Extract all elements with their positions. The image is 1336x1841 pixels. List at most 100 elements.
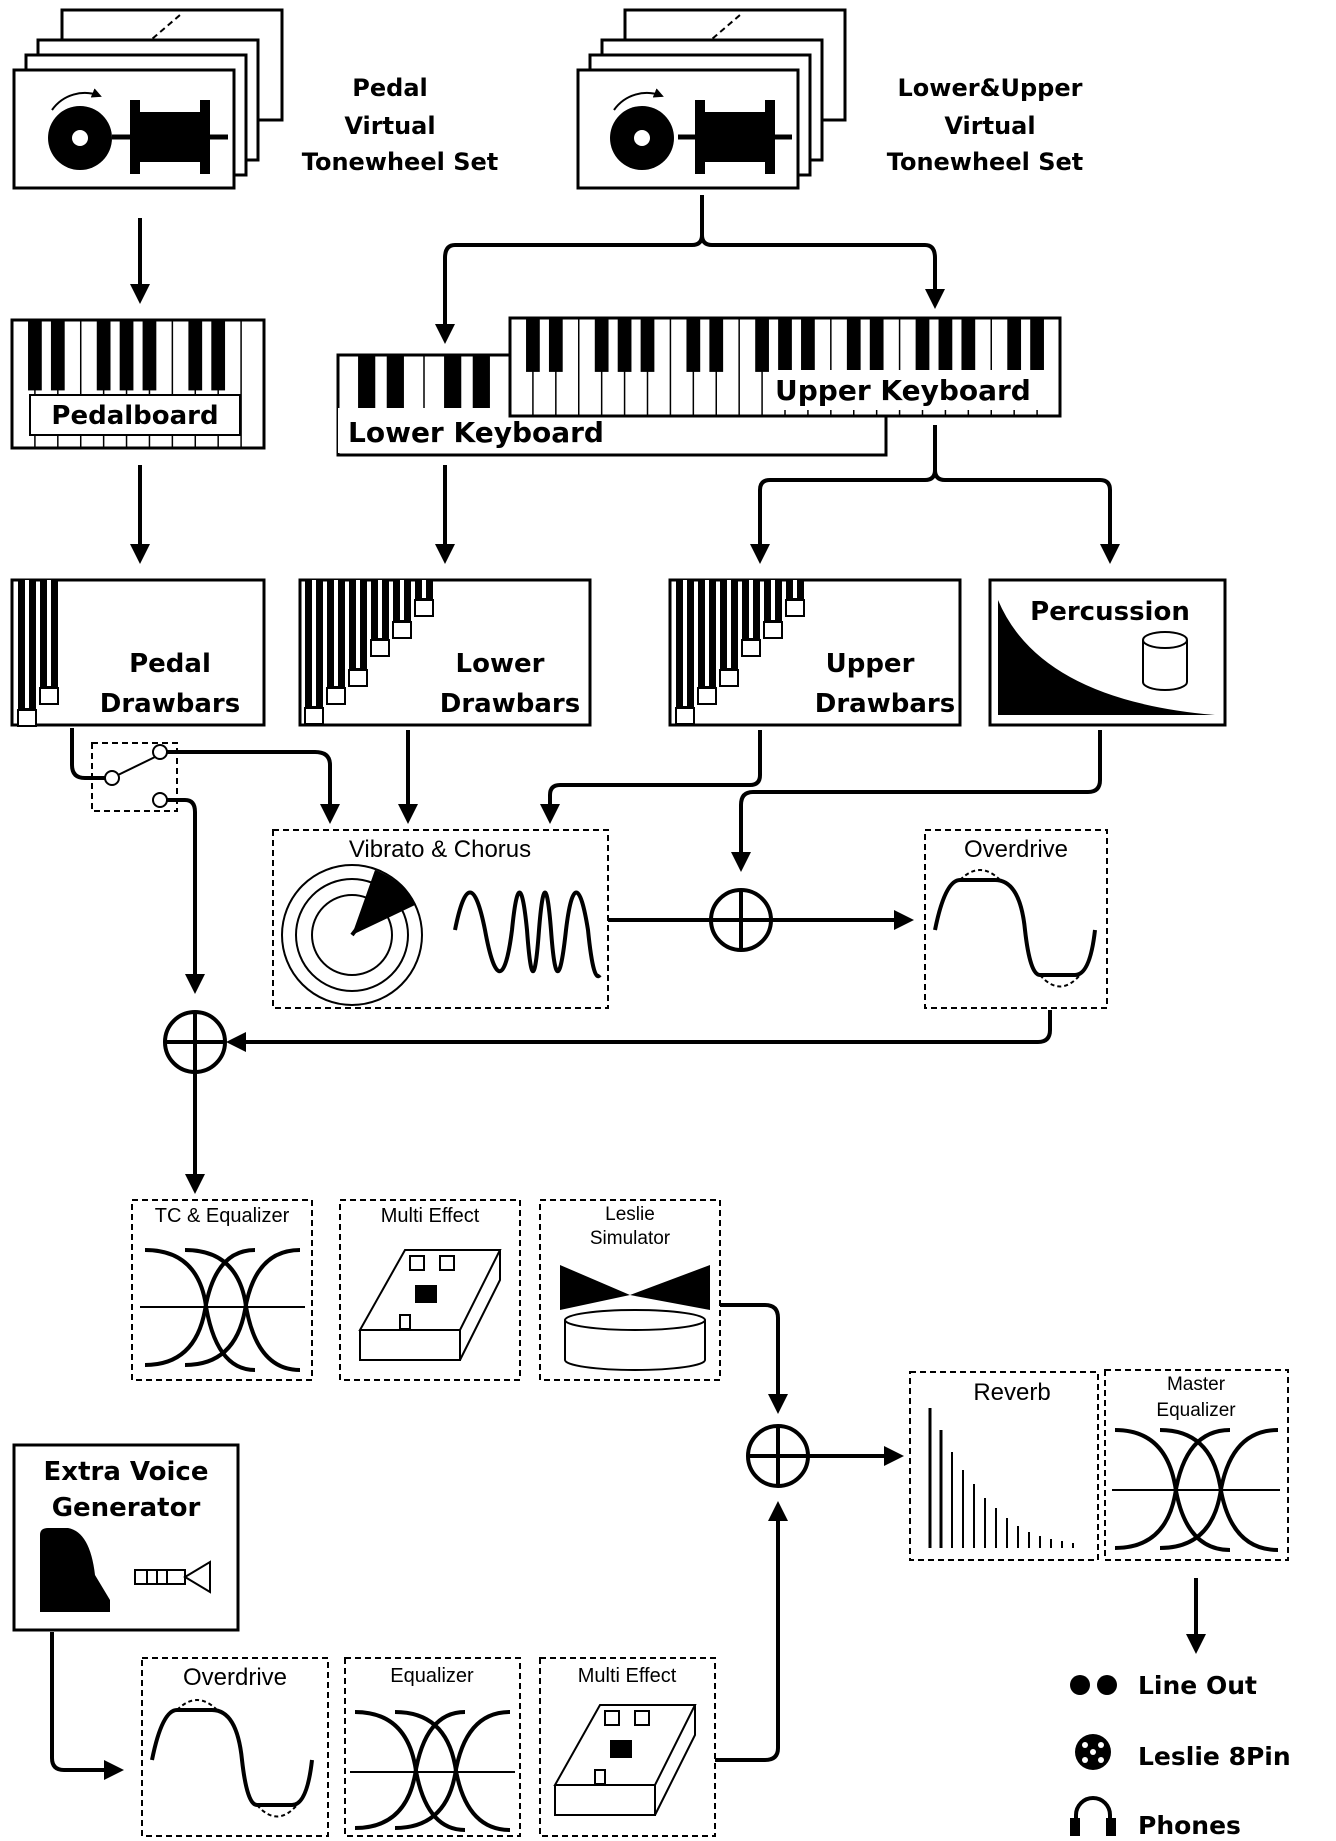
- extra-voice-generator: Extra Voice Generator: [12, 1443, 240, 1632]
- phones: Phones: [1070, 1796, 1241, 1840]
- arrow-switch-to-vibrato: [167, 750, 340, 824]
- tonewheel-gear-icon: [610, 88, 674, 170]
- black-key: [96, 320, 111, 391]
- pedal-drawbars: Pedal Drawbars: [10, 578, 266, 727]
- extra-equalizer-label: Equalizer: [390, 1665, 474, 1687]
- percussion-cylinder-icon: [1142, 631, 1188, 691]
- black-key: [801, 318, 815, 372]
- tonewheel-gear-icon: [48, 88, 112, 170]
- black-key: [472, 355, 490, 409]
- extra-multi-effect: Multi Effect: [539, 1657, 716, 1837]
- lower-upper-tonewheel-set: Lower&Upper Virtual Tonewheel Set: [576, 8, 1083, 190]
- black-key: [938, 318, 953, 372]
- lower-drawbars-label-2: Drawbars: [440, 689, 580, 719]
- tc-equalizer: TC & Equalizer: [131, 1199, 313, 1381]
- upper-drawbars-label-2: Drawbars: [815, 689, 955, 719]
- piano-icon: [40, 1528, 110, 1612]
- scanner-dial-icon: [281, 864, 423, 1006]
- eq-curve-icon: [1112, 1428, 1280, 1552]
- black-key: [961, 318, 976, 372]
- percussion: Percussion: [988, 578, 1227, 727]
- black-key: [709, 318, 724, 372]
- overdrive-wave-icon: [933, 869, 1097, 988]
- leslie-label-1: Leslie: [605, 1204, 655, 1225]
- extra-multi-effect-label: Multi Effect: [578, 1665, 677, 1687]
- pedal-tonewheel-set: Pedal Virtual Tonewheel Set: [12, 8, 498, 190]
- arrow-tonewheel-to-upper-keyboard: [700, 234, 945, 309]
- chorus-wave-icon: [453, 890, 602, 979]
- pedal-tonewheel-label-2: Virtual: [344, 112, 435, 140]
- extra-voice-label-2: Generator: [52, 1493, 201, 1523]
- arrow-percussion-to-mix: [731, 730, 1102, 872]
- lower-upper-tonewheel-label-3: Tonewheel Set: [887, 148, 1083, 176]
- black-key: [1007, 318, 1022, 372]
- arrow-overdrive-to-pedal-mix: [226, 1010, 1052, 1052]
- black-key: [915, 318, 930, 372]
- line-out-jack-icon: [1070, 1675, 1090, 1695]
- black-key: [686, 318, 701, 372]
- eq-curve-icon: [350, 1710, 515, 1832]
- leslie-horn-icon: [560, 1265, 710, 1371]
- black-key: [119, 320, 134, 391]
- black-key: [778, 318, 792, 372]
- eq-curve-icon: [140, 1248, 305, 1372]
- pedal-drawbars-label-1: Pedal: [129, 649, 211, 679]
- tonewheel-spool-icon: [112, 100, 228, 174]
- reverb-decay-icon: [928, 1408, 1074, 1548]
- extra-overdrive-label: Overdrive: [183, 1664, 287, 1691]
- master-equalizer: Master Equalizer: [1104, 1369, 1289, 1561]
- black-key: [755, 318, 769, 372]
- din-connector-icon: [1075, 1734, 1111, 1770]
- lower-keyboard-label: Lower Keyboard: [348, 416, 604, 449]
- vibrato-chorus: Vibrato & Chorus: [272, 829, 609, 1009]
- pedal-tonewheel-label-3: Tonewheel Set: [302, 148, 498, 176]
- tonewheel-spool-icon: [678, 100, 792, 174]
- effect-pedal-icon: [553, 1704, 697, 1816]
- reverb-label: Reverb: [973, 1379, 1050, 1406]
- mix-node-1: [709, 888, 773, 952]
- line-out: Line Out: [1070, 1671, 1257, 1700]
- mix-node-3: [746, 1424, 810, 1488]
- leslie-8pin: Leslie 8Pin: [1075, 1734, 1291, 1771]
- leslie-label-2: Simulator: [590, 1228, 671, 1249]
- lower-drawbars: Lower Drawbars: [298, 578, 592, 727]
- trumpet-icon: [134, 1560, 211, 1594]
- upper-keyboard: Upper Keyboard: [508, 316, 1062, 418]
- black-key: [548, 318, 563, 372]
- mix-node-2: [163, 1010, 227, 1074]
- reverb: Reverb: [909, 1371, 1099, 1561]
- overdrive-wave-icon: [150, 1699, 314, 1818]
- pedalboard: Pedalboard: [10, 318, 266, 450]
- vibrato-chorus-label: Vibrato & Chorus: [349, 836, 531, 863]
- percussion-decay-icon: [998, 600, 1215, 715]
- pedal-drawbars-label-2: Drawbars: [100, 689, 240, 719]
- black-key: [386, 355, 404, 409]
- leslie-simulator: Leslie Simulator: [539, 1199, 721, 1381]
- black-key: [617, 318, 632, 372]
- pedalboard-label: Pedalboard: [51, 401, 218, 431]
- line-out-jack-icon: [1097, 1675, 1117, 1695]
- multi-effect-main: Multi Effect: [339, 1199, 521, 1381]
- extra-voice-label-1: Extra Voice: [44, 1457, 209, 1487]
- black-key: [526, 318, 540, 372]
- upper-keyboard-label: Upper Keyboard: [775, 374, 1031, 407]
- lower-upper-tonewheel-label-2: Virtual: [944, 112, 1035, 140]
- line-out-label: Line Out: [1138, 1671, 1257, 1700]
- effect-pedal-icon: [358, 1249, 502, 1361]
- extra-equalizer: Equalizer: [344, 1657, 521, 1837]
- wire-pedal-drawbars-to-switch: [70, 728, 105, 780]
- black-key: [28, 320, 42, 391]
- black-key: [50, 320, 65, 391]
- black-key: [594, 318, 609, 372]
- arrow-upper-drawbars-to-vibrato: [540, 730, 762, 824]
- master-eq-label-1: Master: [1167, 1374, 1226, 1395]
- black-key: [142, 320, 157, 391]
- pedal-tonewheel-label-1: Pedal: [352, 74, 427, 102]
- black-key: [1030, 318, 1044, 372]
- overdrive-main-label: Overdrive: [964, 836, 1068, 863]
- master-eq-label-2: Equalizer: [1156, 1400, 1236, 1421]
- multi-effect-main-label: Multi Effect: [381, 1205, 480, 1227]
- lower-upper-tonewheel-label-1: Lower&Upper: [898, 74, 1083, 102]
- black-key: [846, 318, 861, 372]
